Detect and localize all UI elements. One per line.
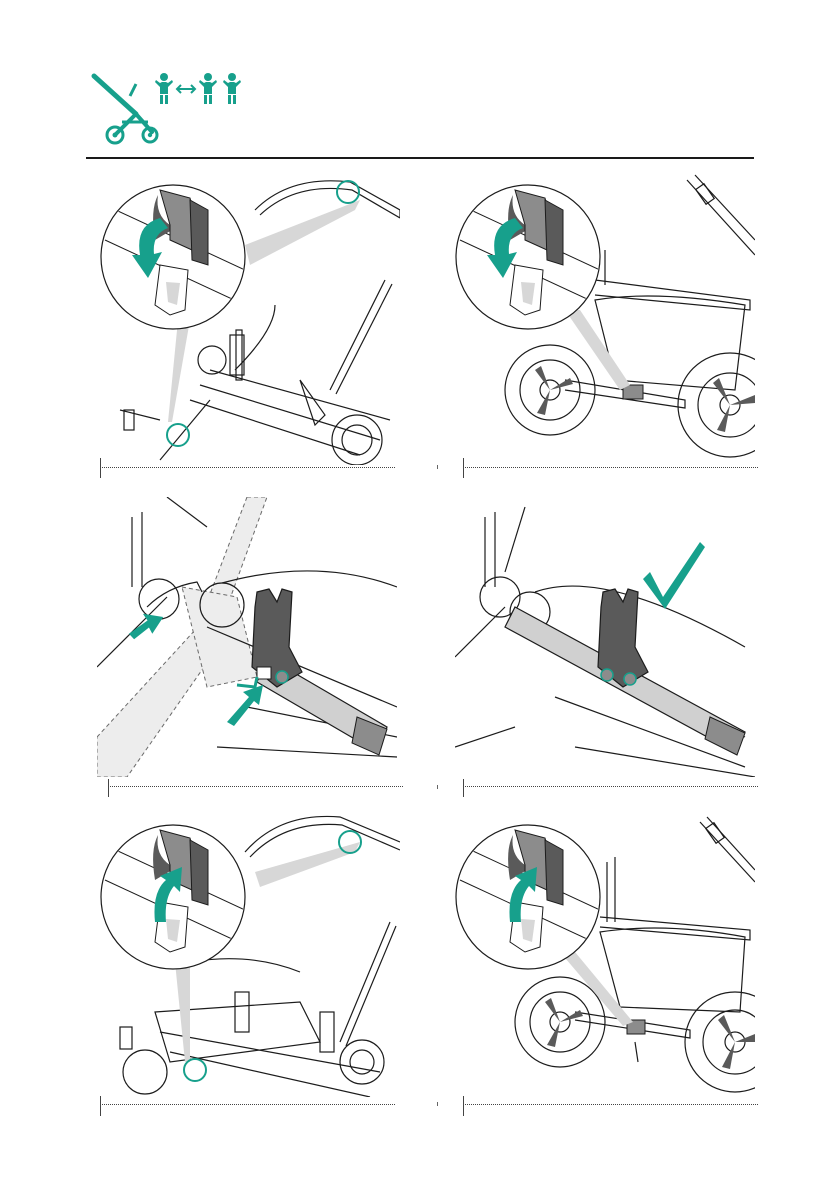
step-marker [100, 458, 101, 478]
adapter-attached [455, 497, 755, 777]
unlock-clip-closeup [100, 170, 400, 465]
page-header [86, 66, 754, 161]
stroller-convert-icon [86, 66, 286, 156]
child-icon [223, 73, 241, 104]
arrow-push-icon [124, 608, 167, 642]
gutter-mark [437, 1102, 438, 1106]
child-icon [199, 73, 217, 104]
step-panel-4 [455, 497, 755, 799]
header-divider [86, 157, 754, 159]
swap-arrow-icon [177, 85, 195, 93]
step-divider [463, 786, 758, 787]
gutter-mark [437, 785, 438, 789]
step-divider [100, 1104, 395, 1105]
step-panel-2 [455, 170, 755, 480]
step-divider [108, 786, 403, 787]
step-panel-1 [100, 170, 400, 480]
step-panel-6 [455, 812, 755, 1117]
highlight-circle [184, 1059, 206, 1081]
step-divider [463, 1104, 758, 1105]
child-icon [155, 73, 173, 104]
step-marker [463, 779, 464, 797]
step-panel-3 [97, 497, 397, 799]
step-marker [108, 779, 109, 797]
step-panel-5 [100, 812, 400, 1117]
arrow-push-icon [227, 685, 263, 726]
checkmark-icon [643, 542, 705, 609]
unlock-clip-closeup-rear [455, 170, 755, 465]
highlight-circle [167, 424, 189, 446]
step-divider [100, 467, 395, 468]
attach-adapter-push [97, 497, 397, 777]
lock-clip-closeup-rear [455, 812, 755, 1097]
step-marker [463, 1096, 464, 1116]
step-marker [463, 458, 464, 478]
gutter-mark [437, 465, 438, 469]
lock-clip-closeup [100, 812, 400, 1097]
step-divider [463, 467, 758, 468]
step-marker [100, 1096, 101, 1116]
